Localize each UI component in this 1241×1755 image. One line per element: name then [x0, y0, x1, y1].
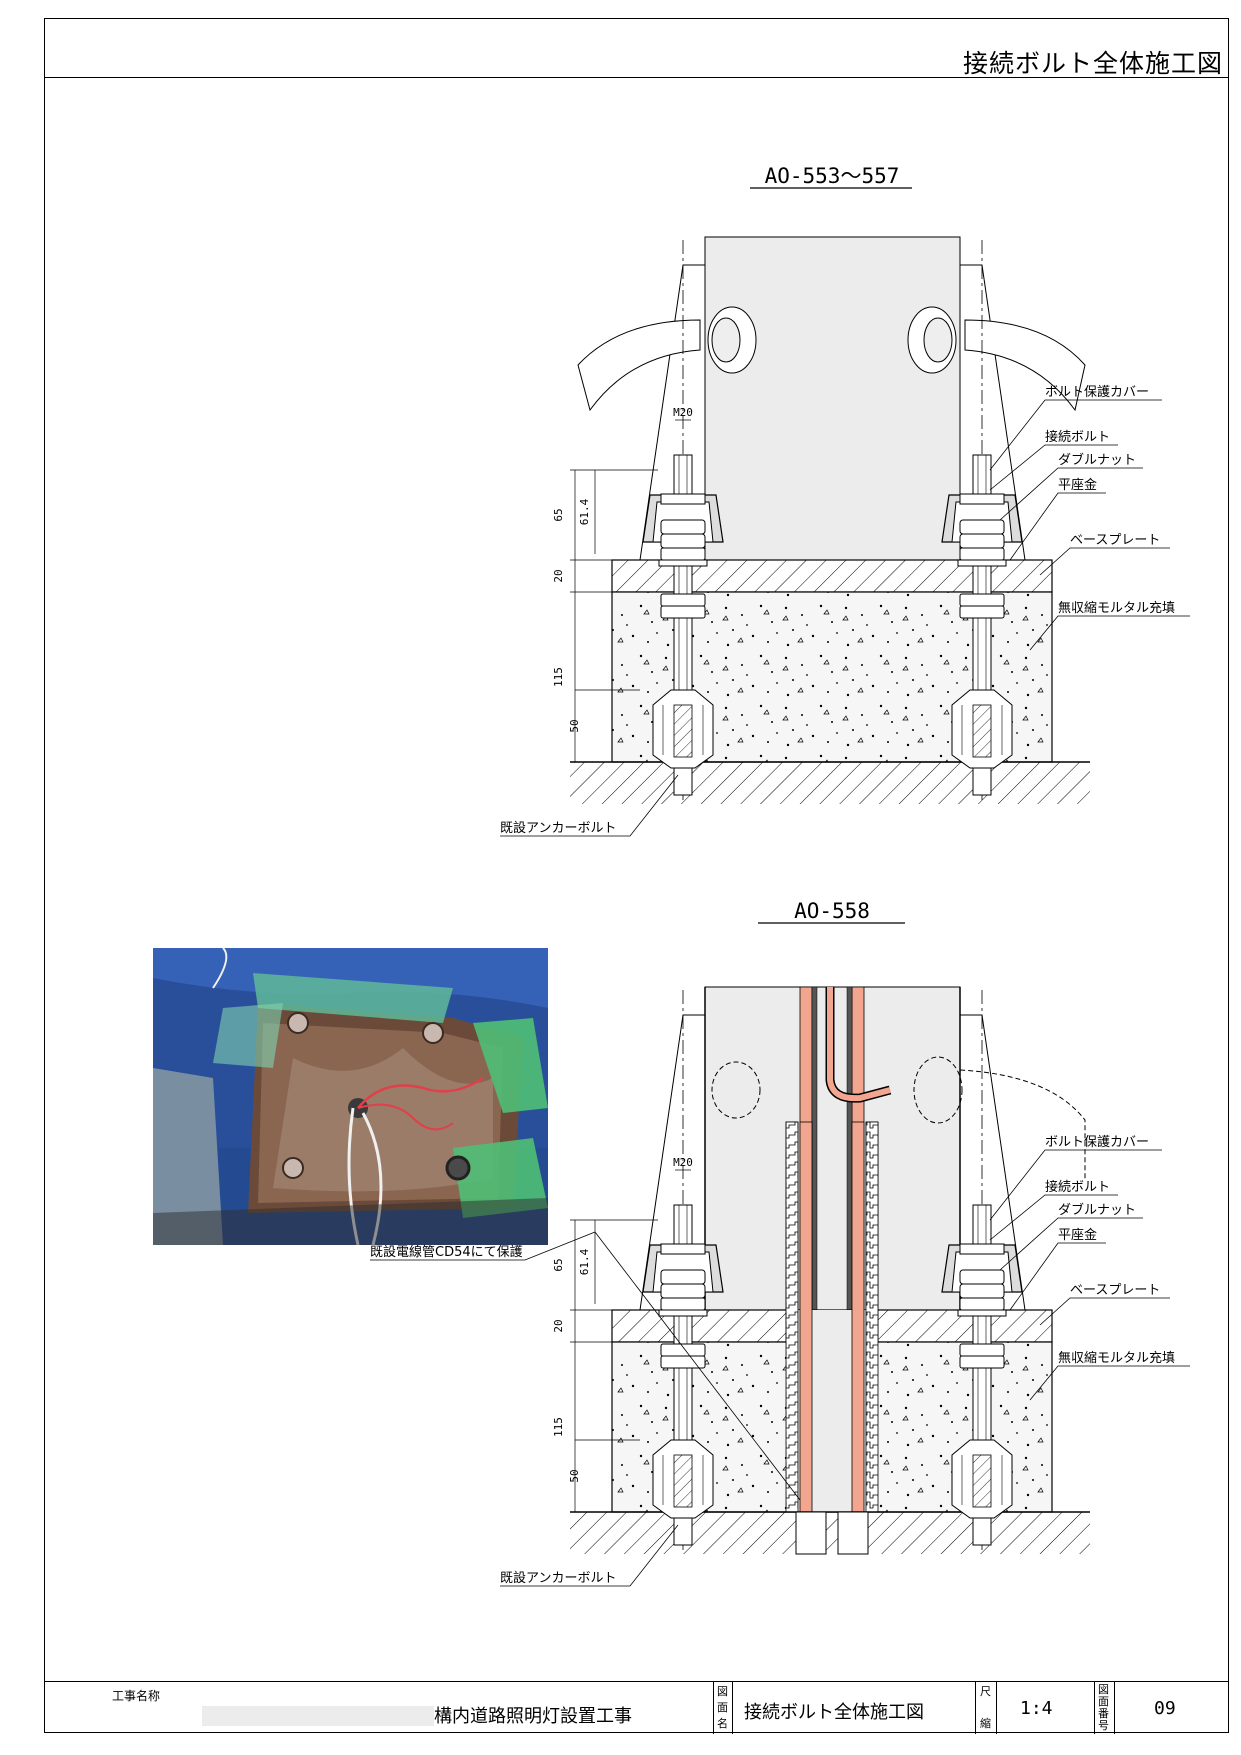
view1-labels: ボルト保護カバー 接続ボルト ダブルナット 平座金 ベースプレート 無収縮モルタ…	[500, 384, 1190, 837]
svg-text:65: 65	[552, 508, 565, 521]
header-divider	[44, 77, 1229, 78]
view2-title: AO-558	[794, 899, 870, 923]
project-label: 工事名称	[112, 1689, 161, 1703]
base-plate-label: ベースプレート	[1070, 533, 1160, 548]
drawing-number: 09	[1154, 1698, 1176, 1719]
svg-text:61.4: 61.4	[578, 498, 591, 525]
view1-dimensions: M20 65 61.4 20 115 50	[552, 406, 693, 763]
svg-text:20: 20	[552, 1319, 565, 1332]
view2-labels: ボルト保護カバー 接続ボルト ダブルナット 平座金 ベースプレート 無収縮モルタ…	[370, 1134, 1190, 1587]
svg-text:50: 50	[568, 1469, 581, 1482]
svg-text:M20: M20	[673, 406, 693, 419]
anchor-label: 既設アンカーボルト	[500, 820, 616, 836]
drawing-name: 接続ボルト全体施工図	[744, 1702, 924, 1723]
washer-label: 平座金	[1058, 1227, 1097, 1243]
svg-text:M20: M20	[673, 1156, 693, 1169]
svg-text:65: 65	[552, 1258, 565, 1271]
bolt-label: 接続ボルト	[1045, 429, 1110, 445]
svg-text:50: 50	[568, 719, 581, 732]
svg-text:115: 115	[552, 1417, 565, 1437]
cover-label: ボルト保護カバー	[1045, 384, 1149, 400]
svg-text:61.4: 61.4	[578, 1248, 591, 1275]
double-nut-label: ダブルナット	[1058, 1202, 1136, 1218]
title-block: 工事名称 構内道路照明灯設置工事 図 面 名 接続ボルト全体施工図 尺 縮 1:…	[44, 1681, 1229, 1734]
bolt-label: 接続ボルト	[1045, 1179, 1110, 1195]
double-nut-label: ダブルナット	[1058, 452, 1136, 468]
cover-label: ボルト保護カバー	[1045, 1134, 1149, 1150]
view-ao553: AO-553～557 M20 65 61.4 20	[500, 164, 1190, 837]
redacted-box	[202, 1706, 434, 1726]
view2-dimensions: M20 65 61.4 20 115 50	[552, 1156, 693, 1513]
washer-label: 平座金	[1058, 477, 1097, 493]
view1-title: AO-553～557	[765, 164, 900, 188]
page-title: 接続ボルト全体施工図	[962, 49, 1223, 78]
svg-text:115: 115	[552, 667, 565, 687]
svg-text:20: 20	[552, 569, 565, 582]
scale-value: 1:4	[1020, 1698, 1053, 1719]
mortar-label: 無収縮モルタル充填	[1058, 600, 1175, 616]
drawing-frame	[44, 18, 1229, 1733]
view-ao558: AO-558	[370, 899, 1190, 1587]
conduit-label: 既設電線管CD54にて保護	[370, 1244, 523, 1260]
mortar-label: 無収縮モルタル充填	[1058, 1350, 1175, 1366]
site-photo	[153, 948, 548, 1245]
anchor-label: 既設アンカーボルト	[500, 1570, 616, 1586]
project-name: 構内道路照明灯設置工事	[434, 1706, 632, 1727]
base-plate-label: ベースプレート	[1070, 1283, 1160, 1298]
